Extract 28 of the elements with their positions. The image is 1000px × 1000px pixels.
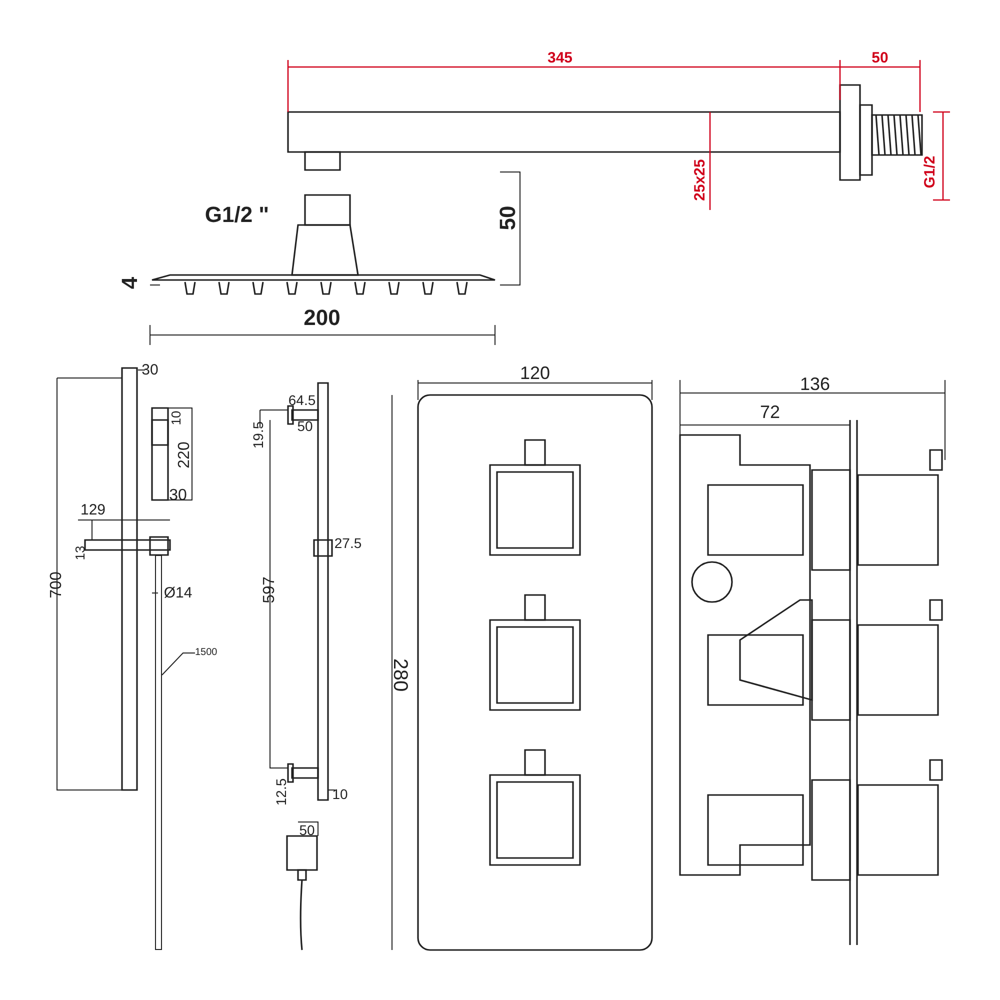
dimension-label: G1/2 — [922, 156, 938, 188]
dimension-label: 27.5 — [334, 536, 362, 550]
callout-label: 1500 — [195, 648, 218, 658]
dimension-label: 280 — [390, 658, 410, 692]
dimension-label: 10 — [332, 787, 348, 801]
dimension-label: 10 — [170, 410, 182, 426]
dimension-label: 4 — [119, 276, 141, 290]
dimension-label: 120 — [520, 364, 550, 382]
dimension-label: G1/2 " — [204, 204, 270, 226]
dimension-label: 50 — [299, 823, 315, 837]
dimension-label: 19.5 — [251, 421, 265, 449]
dimension-label: 13 — [74, 546, 86, 560]
hose-drawing — [155, 555, 162, 950]
dimension-label: 129 — [80, 502, 106, 518]
dimension-label: 64.5 — [288, 393, 316, 407]
dimension-label: 72 — [760, 403, 780, 421]
dimension-label: 220 — [177, 442, 193, 468]
dimension-label: 345 — [547, 50, 573, 66]
dimension-label: 50 — [872, 50, 888, 66]
dimension-label: 136 — [800, 375, 830, 393]
dimension-label: Ø14 — [164, 586, 192, 600]
dimension-label: 50 — [297, 419, 313, 433]
dimension-label: 12.5 — [274, 778, 288, 806]
dimension-label: 200 — [304, 307, 340, 329]
dimension-label: 30 — [142, 362, 158, 378]
dimension-label: 50 — [497, 206, 519, 230]
leader-line — [162, 652, 196, 676]
dimension-label: 25x25 — [692, 159, 708, 201]
